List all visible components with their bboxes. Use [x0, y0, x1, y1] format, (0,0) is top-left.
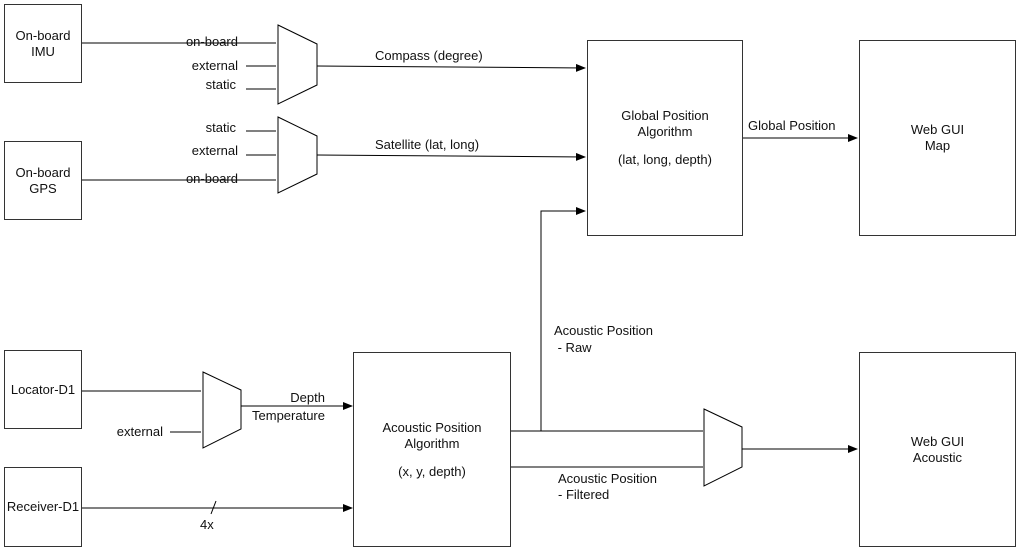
locator-mux — [202, 371, 242, 449]
acoustic-filtered-label-1: Acoustic Position — [558, 471, 657, 486]
gps-box: On-board GPS — [4, 141, 82, 220]
web-gui-acoustic-box: Web GUI Acoustic — [859, 352, 1016, 547]
compass-label: Compass (degree) — [375, 48, 483, 63]
receiver-label: Receiver-D1 — [6, 499, 80, 514]
global-algorithm-line-1: Global Position — [621, 108, 709, 123]
locator-box: Locator-D1 — [4, 350, 82, 429]
web-gui-map-line-1: Web GUI — [910, 122, 965, 137]
satellite-input-external: external — [191, 143, 238, 158]
depth-label: Depth — [290, 390, 325, 405]
acoustic-algorithm-box: Acoustic Position Algorithm (x, y, depth… — [353, 352, 511, 547]
bus-width-label: 4x — [200, 517, 214, 532]
satellite-input-static: static — [205, 120, 236, 135]
acoustic-raw-label-2: - Raw — [554, 340, 592, 355]
acoustic-filtered-label-2: - Filtered — [558, 487, 610, 502]
web-gui-acoustic-line-2: Acoustic — [912, 449, 963, 465]
satellite-input-onboard: on-board — [185, 171, 238, 186]
web-gui-map-box: Web GUI Map — [859, 40, 1016, 236]
acoustic-mux — [703, 408, 743, 487]
acoustic-raw-label-1: Acoustic Position — [554, 323, 653, 338]
bus-width-slash — [210, 500, 217, 515]
compass-line — [316, 63, 586, 72]
gps-line-2: GPS — [29, 180, 57, 196]
locator-input-external: external — [116, 424, 163, 439]
compass-input-static: static — [205, 77, 236, 92]
acoustic-algorithm-line-1: Acoustic Position — [382, 419, 482, 435]
imu-box: On-board IMU — [4, 4, 82, 83]
global-algorithm-line-3: (lat, long, depth) — [618, 152, 712, 167]
web-gui-acoustic-line-1: Web GUI — [910, 433, 965, 449]
acoustic-algorithm-line-2: Algorithm — [404, 435, 460, 451]
global-algorithm-box: Global Position Algorithm (lat, long, de… — [587, 40, 743, 236]
compass-input-external: external — [191, 58, 238, 73]
web-gui-map-line-2: Map — [924, 138, 951, 153]
global-position-label: Global Position — [748, 118, 836, 133]
compass-input-onboard: on-board — [185, 34, 238, 49]
imu-line-2: IMU — [31, 43, 55, 59]
acoustic-algorithm-line-3: (x, y, depth) — [398, 463, 466, 479]
satellite-mux — [277, 116, 318, 194]
imu-line-1: On-board — [15, 27, 71, 43]
compass-mux — [277, 24, 318, 105]
satellite-label: Satellite (lat, long) — [375, 137, 480, 152]
satellite-line — [316, 152, 586, 161]
locator-label: Locator-D1 — [10, 381, 76, 397]
temperature-label: Temperature — [252, 408, 325, 423]
gps-line-1: On-board — [15, 164, 71, 180]
receiver-box: Receiver-D1 — [4, 467, 82, 547]
acoustic-raw-line — [540, 207, 586, 431]
global-algorithm-line-2: Algorithm — [637, 124, 693, 139]
